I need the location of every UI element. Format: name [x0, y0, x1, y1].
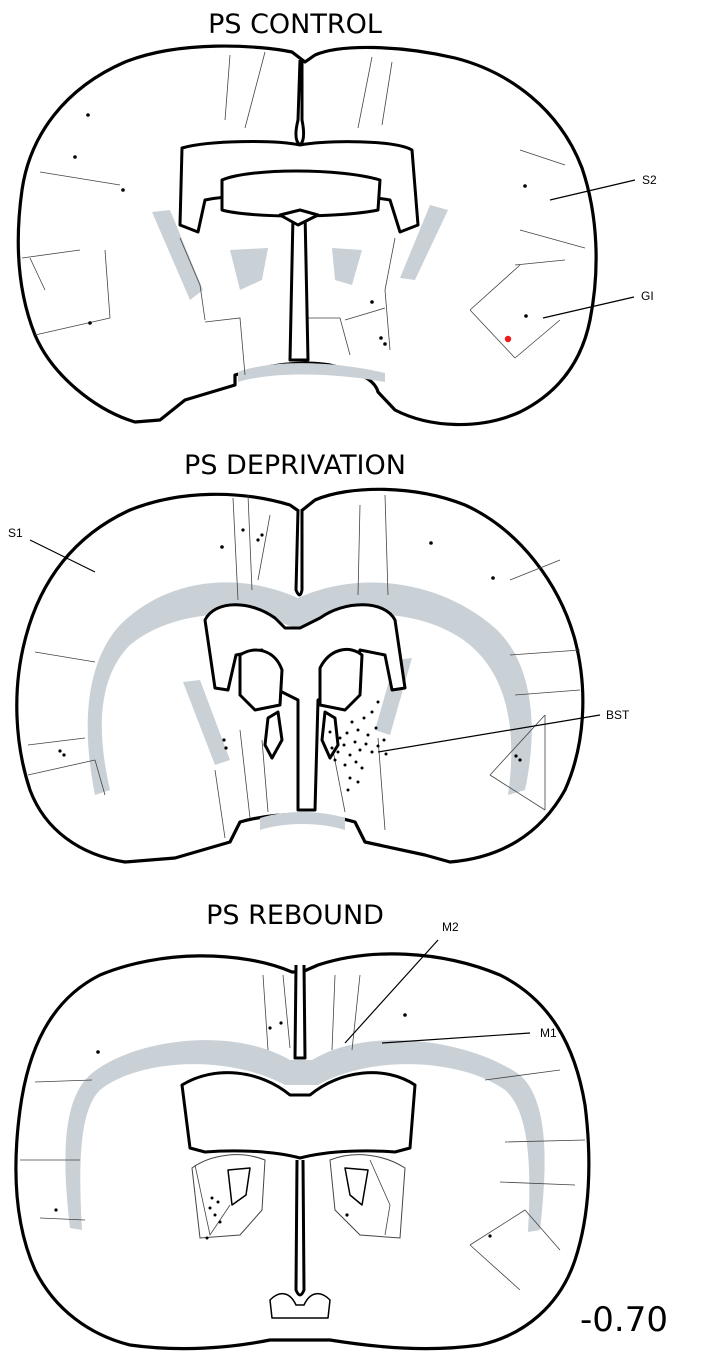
panel-title-deprivation: PS DEPRIVATION: [184, 450, 406, 481]
marker-dot: [371, 711, 374, 714]
marker-dot: [349, 777, 352, 780]
marker-dot: [329, 731, 332, 734]
marker-dot: [224, 746, 227, 749]
marker-dot: [241, 528, 244, 531]
marker-dot: [344, 764, 347, 767]
marker-dot: [206, 1237, 209, 1240]
marker-dot: [385, 753, 388, 756]
marker-dot: [518, 758, 521, 761]
highlight-marker-dot: [505, 336, 511, 342]
marker-dot: [256, 538, 259, 541]
marker-dot: [220, 545, 224, 549]
marker-dot: [73, 155, 77, 159]
marker-dot: [383, 342, 387, 346]
panel-rebound: PS REBOUND: [16, 900, 589, 1349]
marker-dot: [355, 761, 358, 764]
marker-dot: [214, 1214, 217, 1217]
marker-dot: [346, 732, 349, 735]
marker-dot: [488, 1234, 491, 1237]
marker-dot: [96, 1050, 100, 1054]
marker-dot: [514, 754, 517, 757]
marker-dot: [365, 743, 368, 746]
marker-dot: [334, 759, 337, 762]
bregma-coordinate: -0.70: [580, 1300, 668, 1340]
marker-dot: [523, 184, 527, 188]
marker-dot: [345, 1213, 348, 1216]
marker-dot: [58, 749, 61, 752]
marker-dot: [403, 1013, 407, 1017]
marker-dot: [62, 753, 65, 756]
third-ventricle-rebound: [296, 1160, 304, 1295]
label-s1: S1: [8, 526, 23, 540]
marker-dot: [86, 113, 90, 117]
marker-dot: [383, 739, 386, 742]
marker-dot: [354, 741, 357, 744]
panel-deprivation: PS DEPRIVATION: [8, 450, 630, 862]
marker-dot: [217, 1201, 220, 1204]
marker-dot: [377, 701, 380, 704]
marker-dot: [331, 747, 334, 750]
label-s2: S2: [642, 173, 657, 187]
marker-dot: [357, 729, 360, 732]
marker-dot: [429, 541, 433, 545]
marker-dot: [279, 1021, 282, 1024]
marker-dot: [524, 314, 528, 318]
marker-dot: [209, 1207, 212, 1210]
marker-dot: [357, 781, 360, 784]
marker-dot: [359, 749, 362, 752]
marker-dot: [370, 300, 374, 304]
marker-dot: [222, 738, 225, 741]
marker-dot: [491, 576, 495, 580]
label-gi: GI: [641, 289, 654, 303]
panel-title-control: PS CONTROL: [208, 9, 382, 40]
marker-dot: [211, 1197, 214, 1200]
marker-dot: [351, 721, 354, 724]
midline-slit-deprivation: [296, 510, 302, 595]
marker-dot: [377, 745, 380, 748]
marker-dot: [375, 727, 378, 730]
marker-dot: [379, 336, 383, 340]
label-bst: BST: [606, 708, 630, 722]
panel-control: PS CONTROL: [18, 9, 657, 425]
marker-dot: [367, 734, 370, 737]
marker-dot: [337, 751, 340, 754]
midline-slit-rebound: [295, 965, 305, 1058]
marker-dot: [121, 188, 125, 192]
marker-dot: [347, 789, 350, 792]
label-m2: M2: [442, 920, 459, 934]
marker-dot: [349, 754, 352, 757]
marker-dot: [363, 717, 366, 720]
marker-dot: [54, 1208, 57, 1211]
marker-dot: [371, 751, 374, 754]
marker-dot: [88, 321, 92, 325]
marker-dot: [219, 1221, 222, 1224]
label-m1: M1: [540, 1026, 557, 1040]
marker-dot: [268, 1026, 271, 1029]
marker-dot: [361, 767, 364, 770]
marker-dot: [260, 533, 263, 536]
marker-dot: [339, 737, 342, 740]
panel-title-rebound: PS REBOUND: [206, 900, 384, 931]
marker-dot: [343, 744, 346, 747]
